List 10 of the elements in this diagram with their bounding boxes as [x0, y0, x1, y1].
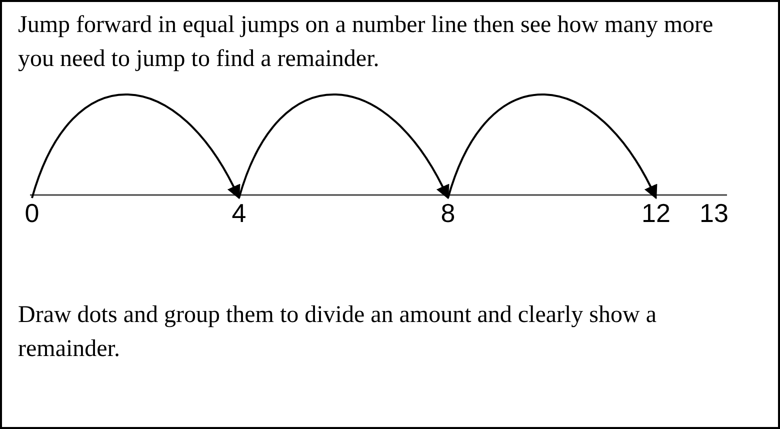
number-label: 13	[697, 198, 731, 228]
number-label: 12	[639, 198, 673, 228]
number-label: 8	[439, 198, 457, 228]
instruction-text: Draw dots and group them to divide an amount and clearly show a remainder.	[18, 301, 658, 364]
jump-arrow	[447, 94, 657, 200]
number-label: 4	[230, 198, 248, 228]
jump-arrow	[31, 94, 240, 200]
instruction-text: Jump forward in equal jumps on a number line then see how many more you need to jump to find a remainder.	[18, 11, 714, 74]
number-label: 0	[23, 198, 41, 228]
jump-arrow	[238, 94, 449, 200]
